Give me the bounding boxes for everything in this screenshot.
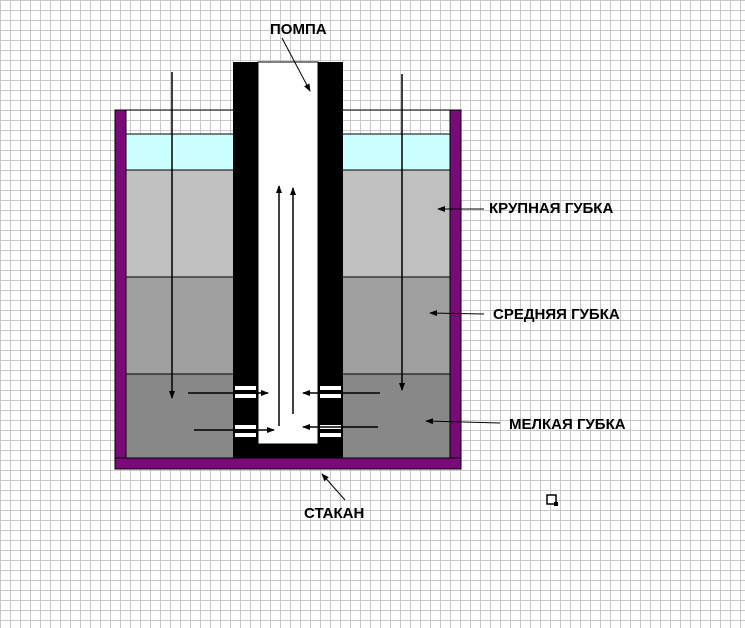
pump-slot (320, 386, 341, 390)
glass-wall-right (449, 109, 462, 470)
fine-sponge-label: МЕЛКАЯ ГУБКА (509, 416, 626, 433)
glass-wall-left (114, 109, 127, 470)
pump-slot (320, 394, 341, 398)
pump-slot (235, 433, 256, 437)
pump-slot (320, 433, 341, 437)
pump-channel (257, 61, 319, 445)
pump-slot (235, 386, 256, 390)
fine-sponge-callout-line (425, 418, 501, 425)
small-box-icon (546, 494, 558, 506)
pump-slot (235, 394, 256, 398)
medium-sponge-callout-line (429, 310, 485, 317)
coarse-sponge-label: КРУПНАЯ ГУБКА (489, 200, 613, 217)
pump-tube (233, 61, 343, 458)
glass-bottom (114, 457, 462, 470)
pump-wall-left (233, 62, 258, 458)
pump-wall-right (318, 62, 343, 458)
pump-slot (235, 425, 256, 429)
medium-sponge-label: СРЕДНЯЯ ГУБКА (493, 306, 620, 323)
pump-bottom (233, 444, 343, 458)
pump-callout-line (281, 37, 311, 92)
glass-callout-line (321, 473, 346, 501)
pump-label: ПОМПА (270, 21, 327, 38)
glass-label: СТАКАН (304, 505, 364, 522)
